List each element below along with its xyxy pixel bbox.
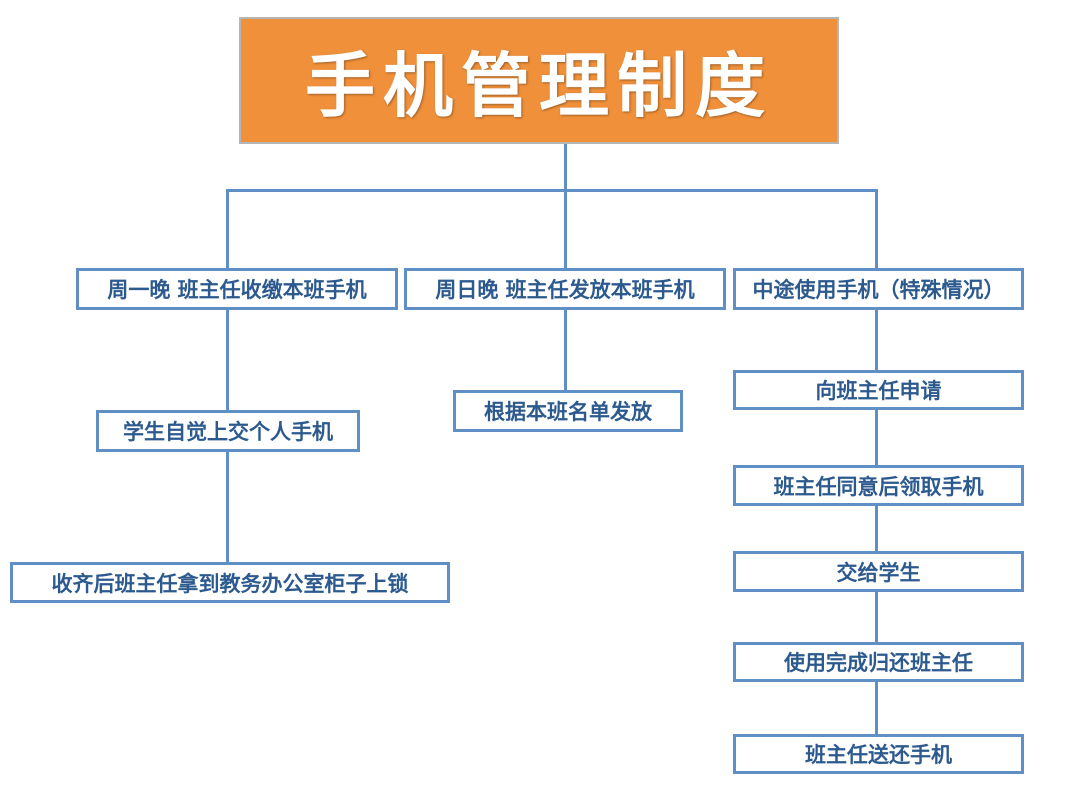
branch-1-step-1: 学生自觉上交个人手机	[96, 410, 360, 452]
connector-branch-1-step-2	[226, 452, 229, 564]
branch-3-header: 中途使用手机（特殊情况）	[733, 268, 1024, 310]
branch-3-step-3: 交给学生	[733, 551, 1024, 592]
branch-1-header: 周一晚 班主任收缴本班手机	[76, 268, 398, 310]
connector-branch-3-step-1	[875, 310, 878, 372]
connector-title-trunk	[564, 144, 567, 191]
branch-3-step-5: 班主任送还手机	[733, 734, 1024, 774]
connector-branch-1-drop	[226, 189, 229, 270]
branch-3-step-1: 向班主任申请	[733, 370, 1024, 410]
connector-branch-3-drop	[875, 189, 878, 270]
connector-branch-3-step-3	[875, 506, 878, 553]
connector-branch-3-step-5	[875, 682, 878, 736]
connector-branch-2-drop	[564, 189, 567, 270]
connector-horizontal-bus	[226, 189, 878, 192]
connector-branch-3-step-2	[875, 410, 878, 467]
connector-branch-2-step-1	[564, 310, 567, 392]
connector-branch-3-step-4	[875, 592, 878, 644]
branch-2-step-1: 根据本班名单发放	[453, 390, 683, 432]
diagram-title: 手机管理制度	[239, 17, 839, 144]
branch-3-step-4: 使用完成归还班主任	[733, 642, 1024, 682]
connector-branch-1-step-1	[226, 310, 229, 412]
branch-2-header: 周日晚 班主任发放本班手机	[404, 268, 726, 310]
branch-3-step-2: 班主任同意后领取手机	[733, 465, 1024, 506]
branch-1-step-2: 收齐后班主任拿到教务办公室柜子上锁	[10, 562, 450, 603]
